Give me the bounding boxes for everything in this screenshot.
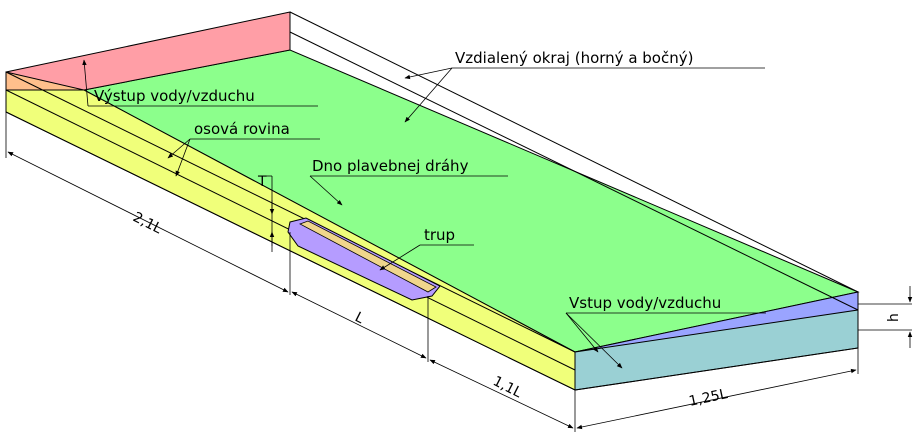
leader-lines (82, 59, 766, 369)
dim-draft: T (257, 174, 267, 190)
dim-hull-length: L (352, 309, 366, 327)
dim-width: 1,25L (688, 386, 730, 410)
far-edge-top-inner (289, 31, 859, 311)
label-outlet: Výstup vody/vzduchu (94, 87, 255, 105)
label-inlet: Vstup vody/vzduchu (569, 294, 721, 312)
label-hull: trup (424, 226, 455, 244)
label-far-edge: Vzdialený okraj (horný a bočný) (455, 49, 693, 67)
label-axis-plane: osová rovina (194, 120, 290, 138)
dim-upstream: 2,1L (130, 209, 164, 237)
label-channel-bottom: Dno plavebnej dráhy (312, 157, 469, 175)
far-edge-top (289, 11, 859, 293)
dim-depth: h (886, 313, 902, 322)
dimension-lines (5, 112, 913, 432)
near-edge-lines (5, 71, 576, 353)
